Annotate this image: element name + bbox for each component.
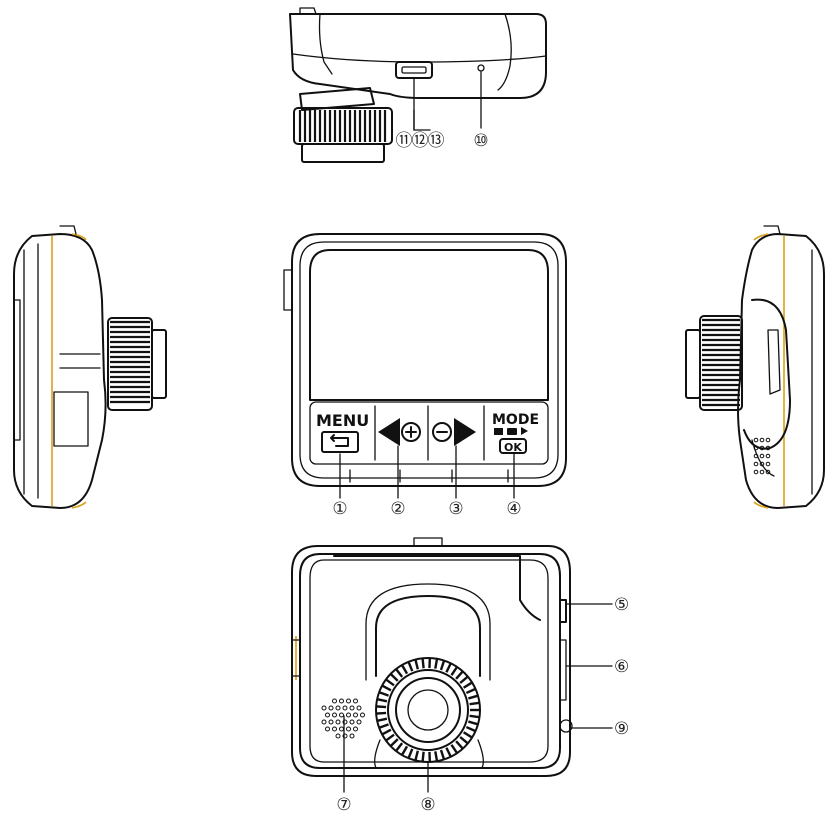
callout-4: ④ [506,499,521,519]
top-lens-ring [293,107,393,145]
callout-10: ⑩ [473,131,488,151]
minus-right-button[interactable] [432,418,476,446]
callout-2: ② [390,499,405,519]
left-plus-button[interactable] [378,418,421,446]
callout-8: ⑧ [420,795,435,815]
back-view [291,537,613,793]
left-triangle-icon [378,418,400,446]
callout-12: ⑫ [412,131,429,151]
right-triangle-icon [454,418,476,446]
callout-13: ⑬ [428,131,445,151]
callout-5: ⑤ [614,595,629,615]
callout-11: ⑪ [396,131,413,151]
right-side-view [685,225,825,509]
callout-1: ① [332,499,347,519]
lens-icon [407,689,449,731]
callout-labels: ① ② ③ ④ ⑤ ⑥ ⑦ ⑧ ⑨ ⑩ ⑪ ⑫ ⑬ [332,131,629,815]
speaker-grille [321,698,365,739]
menu-button[interactable]: MENU [316,411,369,453]
camera-icon [507,428,517,435]
callout-6: ⑥ [614,657,629,677]
lcd-screen [309,249,549,401]
left-side-view [13,225,167,509]
top-view [289,7,547,163]
front-view: MENU MODE OK [283,233,567,499]
mode-button-label: MODE [492,412,539,428]
plus-icon [401,422,421,442]
back-arrow-icon [330,434,349,447]
callout-7: ⑦ [336,795,351,815]
play-icon [521,427,528,435]
microphone-hole-icon [477,64,485,72]
callout-9: ⑨ [614,719,629,739]
menu-button-label: MENU [316,411,369,430]
ok-button-label: OK [504,441,522,454]
reset-button[interactable] [559,719,573,733]
minus-icon [432,422,452,442]
callout-3: ③ [448,499,463,519]
video-icon [494,428,503,435]
mode-ok-button[interactable]: MODE OK [492,412,539,454]
